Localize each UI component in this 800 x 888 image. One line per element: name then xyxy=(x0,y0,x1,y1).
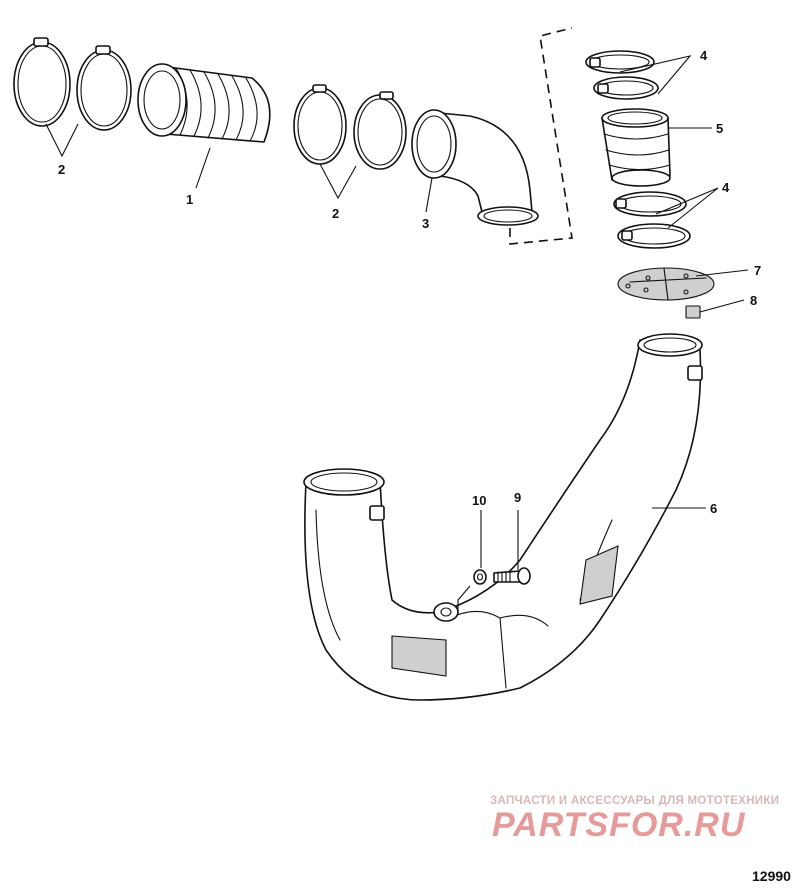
callout-part-4-lower: 4 xyxy=(722,180,730,195)
part-2-clamp-mid-b xyxy=(353,91,407,170)
watermark-logo: PARTSFOR.RU xyxy=(492,806,746,844)
callout-part-9: 9 xyxy=(514,490,521,505)
part-7-flapper-valve xyxy=(617,267,715,301)
callout-part-8: 8 xyxy=(750,293,757,308)
callout-part-1: 1 xyxy=(186,192,193,207)
part-2-clamp-left-a xyxy=(13,37,71,127)
part-4-clamp-lower-a xyxy=(613,191,687,217)
alternate-parts-bracket xyxy=(509,27,573,245)
callout-part-7: 7 xyxy=(754,263,761,278)
part-2-clamp-left-b xyxy=(76,45,132,131)
callout-part-4-upper: 4 xyxy=(700,48,708,63)
callout-part-5: 5 xyxy=(716,121,723,136)
part-10-washer xyxy=(473,569,487,585)
part-3-elbow-hose xyxy=(411,109,539,226)
part-2-clamp-mid-a xyxy=(293,84,347,165)
watermark-tagline: ЗАПЧАСТИ И АКСЕССУАРЫ ДЛЯ МОТОТЕХНИКИ xyxy=(490,795,779,807)
part-5-coupling-hose xyxy=(601,108,671,187)
callout-part-2-left: 2 xyxy=(58,162,65,177)
callout-part-3: 3 xyxy=(422,216,429,231)
part-4-clamp-upper-b xyxy=(593,76,659,100)
part-6-y-pipe xyxy=(303,333,703,701)
drawing-number: 12990 xyxy=(752,868,791,884)
callout-part-6: 6 xyxy=(710,501,717,516)
part-4-clamp-upper-a xyxy=(585,50,655,74)
leader-lines xyxy=(45,55,749,612)
callout-part-10: 10 xyxy=(472,493,486,508)
callout-part-2-mid: 2 xyxy=(332,206,339,221)
part-4-clamp-lower-b xyxy=(617,223,691,249)
part-9-bolt xyxy=(493,567,531,585)
part-8-block xyxy=(685,305,701,319)
part-1-corrugated-hose xyxy=(137,63,271,143)
